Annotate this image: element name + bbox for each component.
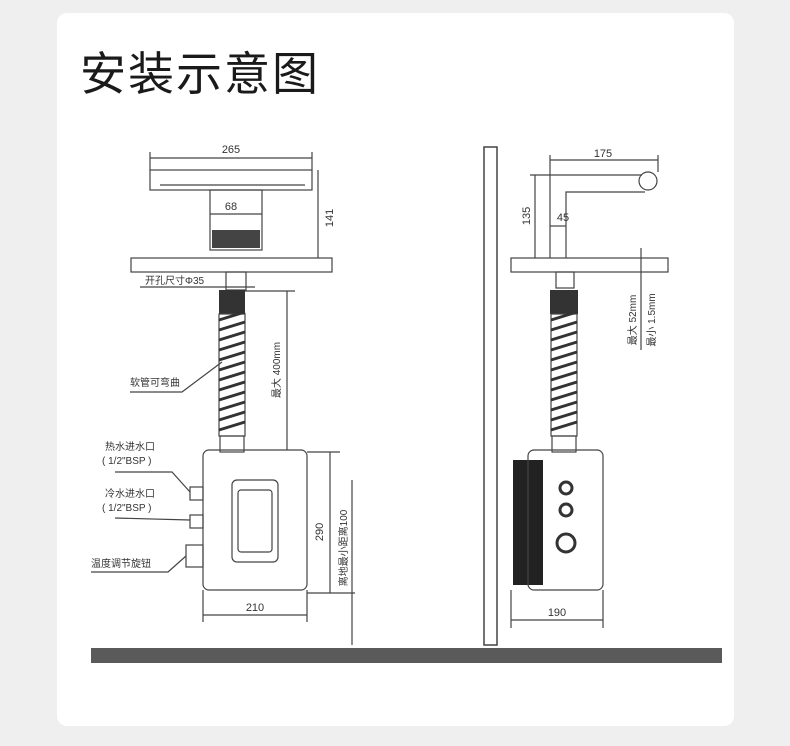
right-faucet-side-view: 175 135 45 最大 52mm 最小 1.5mm 190 <box>483 146 669 646</box>
diagram-card <box>57 13 734 726</box>
dim-210: 210 <box>246 602 264 614</box>
hose-label: 软管可弯曲 <box>130 376 180 389</box>
dim-175: 175 <box>594 148 612 160</box>
dim-290: 290 <box>314 523 326 541</box>
hot-inlet-spec: ( 1/2"BSP ) <box>102 456 152 467</box>
temp-knob-label: 温度调节旋钮 <box>91 557 151 570</box>
counter-max-label: 最大 52mm <box>626 295 639 346</box>
left-faucet-front-view: 265 141 68 开孔尺寸Φ35 最大 400mm 软管可弯曲 热水进水口 … <box>91 144 355 645</box>
floor-clearance-label: 离地最小距离100 <box>337 509 350 586</box>
page-title: 安装示意图 <box>80 48 320 100</box>
valve-box-front <box>202 449 308 591</box>
dim-190: 190 <box>548 607 566 619</box>
dim-141: 141 <box>324 209 336 227</box>
hose <box>218 310 246 437</box>
wall <box>483 146 498 646</box>
dim-68: 68 <box>225 201 237 213</box>
hose-max-length: 最大 400mm <box>270 342 283 398</box>
cold-inlet-spec: ( 1/2"BSP ) <box>102 503 152 514</box>
counter-min-label: 最小 1.5mm <box>646 293 658 346</box>
dim-45: 45 <box>557 212 569 224</box>
floor <box>91 648 722 663</box>
dim-265: 265 <box>222 144 240 156</box>
hole-size-label: 开孔尺寸Φ35 <box>145 274 205 287</box>
cold-inlet-label: 冷水进水口 <box>105 487 155 500</box>
hot-inlet-label: 热水进水口 <box>105 440 155 453</box>
dim-135: 135 <box>521 207 533 225</box>
